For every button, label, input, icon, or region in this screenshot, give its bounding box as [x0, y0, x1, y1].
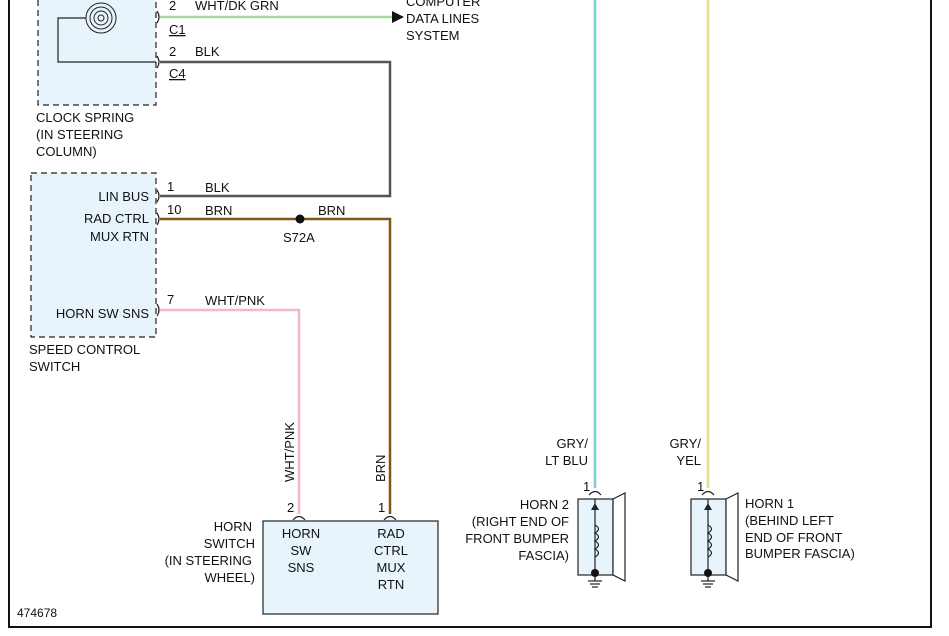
rad-ctrl-mux-name-2: CTRL [374, 543, 408, 558]
horn2-label-2: (RIGHT END OF [472, 514, 569, 529]
horn2-bell-icon [612, 492, 626, 582]
horn2-connector-pin [588, 490, 602, 496]
horn2-pin-number: 1 [583, 479, 590, 494]
horn-sw-pin-number: 7 [167, 292, 174, 307]
horn1-ground-dot [704, 569, 712, 577]
horn1-coil-icon [706, 524, 713, 558]
horn2-label-1: HORN 2 [520, 497, 569, 512]
horn-sw-connector-pin [156, 303, 160, 317]
horn1-label-2: (BEHIND LEFT [745, 513, 834, 528]
c4-pin-number: 2 [169, 44, 176, 59]
horn-switch-pin-1-number: 1 [378, 500, 385, 515]
rad-ctrl-pin-number: 10 [167, 202, 181, 217]
clock-spring-label-3: COLUMN) [36, 144, 97, 159]
lin-bus-pin-number: 1 [167, 179, 174, 194]
horn-switch-pin-1-connector [383, 515, 397, 521]
horn-switch-pin-2-number: 2 [287, 500, 294, 515]
horn-sw-sns-name-1: HORN [282, 526, 320, 541]
data-lines-label-1: COMPUTER [406, 0, 480, 9]
horn-sw-sns-name-2: SW [291, 543, 313, 558]
horn1-lead-arrow [704, 503, 712, 510]
horn1-wire-color-1: GRY/ [669, 436, 701, 451]
horn1-pin-number: 1 [697, 479, 704, 494]
horn-switch-box [262, 520, 439, 615]
c1-connector-id: C1 [169, 22, 186, 37]
horn2-label-4: FASCIA) [518, 548, 569, 563]
horn-sw-sns-name-3: SNS [288, 560, 315, 575]
speed-control-switch-box [30, 172, 157, 338]
rad-ctrl-wire-color: BRN [205, 203, 232, 218]
diagram-id: 474678 [17, 606, 57, 620]
c1-pin-number: 2 [169, 0, 176, 13]
speed-control-label-2: SWITCH [29, 359, 80, 374]
horn2-ground-icon [588, 577, 602, 588]
splice-s72a-dot [295, 214, 305, 224]
horn1-connector-pin [701, 490, 715, 496]
clock-spring-label-2: (IN STEERING [36, 127, 123, 142]
c4-wire-color: BLK [195, 44, 220, 59]
horn-sw-pin-name: HORN SW SNS [56, 306, 150, 321]
clock-spring-internal-wire [57, 17, 156, 63]
horn-switch-pin-2-connector [292, 515, 306, 521]
wire-brn-right [300, 217, 392, 514]
horn-switch-label-3: (IN STEERING [165, 553, 252, 568]
horn1-label-4: BUMPER FASCIA) [745, 546, 855, 561]
horn1-wire-color-2: YEL [676, 453, 701, 468]
lin-bus-wire-color: BLK [205, 180, 230, 195]
horn1-ground-icon [701, 577, 715, 588]
splice-id: S72A [283, 230, 315, 245]
horn2-wire-color-2: LT BLU [545, 453, 588, 468]
horn2-wire-color-1: GRY/ [556, 436, 588, 451]
clock-spring-coil-icon [85, 2, 117, 34]
horn2-lead-arrow [591, 503, 599, 510]
horn-switch-label-2: SWITCH [204, 536, 255, 551]
c4-connector-id: C4 [169, 66, 186, 81]
horn1-label-1: HORN 1 [745, 496, 794, 511]
lin-bus-pin-name: LIN BUS [98, 189, 149, 204]
rad-ctrl-mux-name-4: RTN [378, 577, 404, 592]
clock-spring-label-1: CLOCK SPRING [36, 110, 134, 125]
wht-pnk-vertical-label: WHT/PNK [282, 422, 297, 482]
rad-ctrl-mux-name-1: RAD [377, 526, 404, 541]
horn2-label-3: FRONT BUMPER [465, 531, 569, 546]
rad-ctrl-pin-name-2: MUX RTN [90, 229, 149, 244]
rad-ctrl-mux-name-3: MUX [377, 560, 406, 575]
wire-wht-pnk [160, 308, 301, 514]
brn-vertical-label: BRN [373, 455, 388, 482]
horn-switch-label-1: HORN [214, 519, 252, 534]
rad-ctrl-pin-name-1: RAD CTRL [84, 211, 149, 226]
horn1-bell-icon [725, 492, 739, 582]
data-lines-label-3: SYSTEM [406, 28, 459, 43]
c4-connector-pin [156, 55, 160, 69]
data-lines-arrow-icon [392, 11, 404, 23]
horn2-ground-dot [591, 569, 599, 577]
horn1-label-3: END OF FRONT [745, 530, 843, 545]
data-lines-label-2: DATA LINES [406, 11, 480, 26]
wire-blk [160, 60, 392, 198]
c1-connector-pin [156, 10, 160, 24]
horn2-coil-icon [593, 524, 600, 558]
c1-wire-color: WHT/DK GRN [195, 0, 279, 13]
rad-ctrl-connector-pin [156, 212, 160, 226]
lin-bus-connector-pin [156, 189, 160, 203]
horn-sw-wire-color: WHT/PNK [205, 293, 265, 308]
clock-spring-box [37, 0, 157, 106]
horn-switch-label-4: WHEEL) [204, 570, 255, 585]
speed-control-label-1: SPEED CONTROL [29, 342, 140, 357]
splice-wire-color: BRN [318, 203, 345, 218]
